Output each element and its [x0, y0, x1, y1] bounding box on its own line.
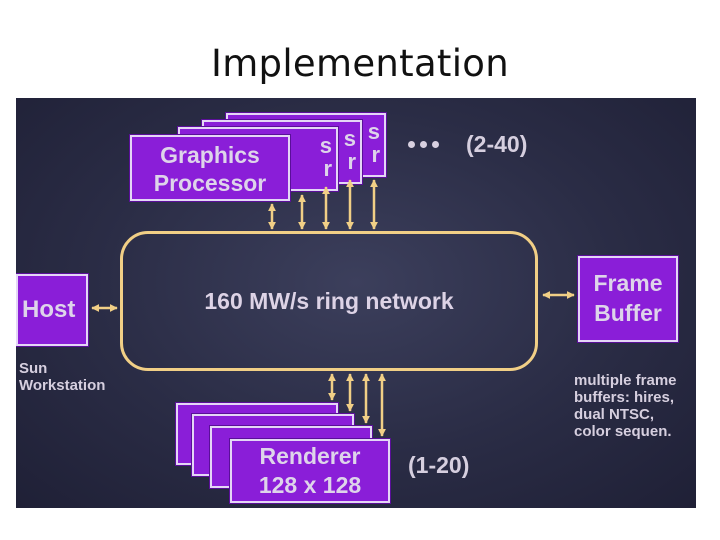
graphics-processor-fragment: r: [323, 156, 332, 181]
frame-buffer-note-line1: multiple frame: [574, 372, 677, 389]
frame-buffer-note-line3: dual NTSC,: [574, 406, 655, 423]
host-caption-line1: Sun: [19, 360, 48, 377]
graphics-processor-box: Graphics Processor: [130, 135, 290, 201]
renderer-label-line2: 128 x 128: [258, 472, 362, 498]
frame-buffer-note-line4: color sequen.: [574, 423, 672, 440]
frame-buffer-box: Frame Buffer: [578, 256, 678, 342]
architecture-diagram: s r s r s r Graphics Processor (2-40) 16…: [16, 98, 696, 508]
frame-buffer-note-line2: buffers: hires,: [574, 389, 675, 406]
slide-title: Implementation: [211, 42, 509, 85]
graphics-processor-fragment: r: [371, 142, 380, 167]
host-caption-line2: Workstation: [19, 377, 106, 394]
frame-buffer-note: multiple frame buffers: hires, dual NTSC…: [574, 372, 677, 440]
graphics-processor-count: (2-40): [466, 131, 528, 157]
ring-network-label: 160 MW/s ring network: [204, 287, 454, 314]
graphics-processor-fragment: r: [347, 149, 356, 174]
connection-arrows: [91, 179, 575, 437]
renderer-box: Renderer 128 x 128: [230, 439, 390, 503]
graphics-processor-fragment: s: [319, 133, 332, 158]
graphics-processor-label-line2: Processor: [153, 170, 267, 196]
graphics-processor-fragment: s: [367, 119, 380, 144]
host-label: Host: [22, 296, 76, 323]
graphics-processor-fragment: s: [343, 126, 356, 151]
frame-buffer-label-line2: Buffer: [594, 300, 662, 326]
ring-network: 160 MW/s ring network: [120, 231, 538, 371]
renderer-count: (1-20): [408, 452, 470, 478]
host-box: Host: [16, 274, 88, 346]
ellipsis-icon: [408, 140, 442, 150]
renderer-label-line1: Renderer: [259, 443, 361, 469]
frame-buffer-label-line1: Frame: [593, 270, 663, 296]
host-caption: Sun Workstation: [19, 360, 105, 394]
graphics-processor-label-line1: Graphics: [160, 142, 260, 168]
